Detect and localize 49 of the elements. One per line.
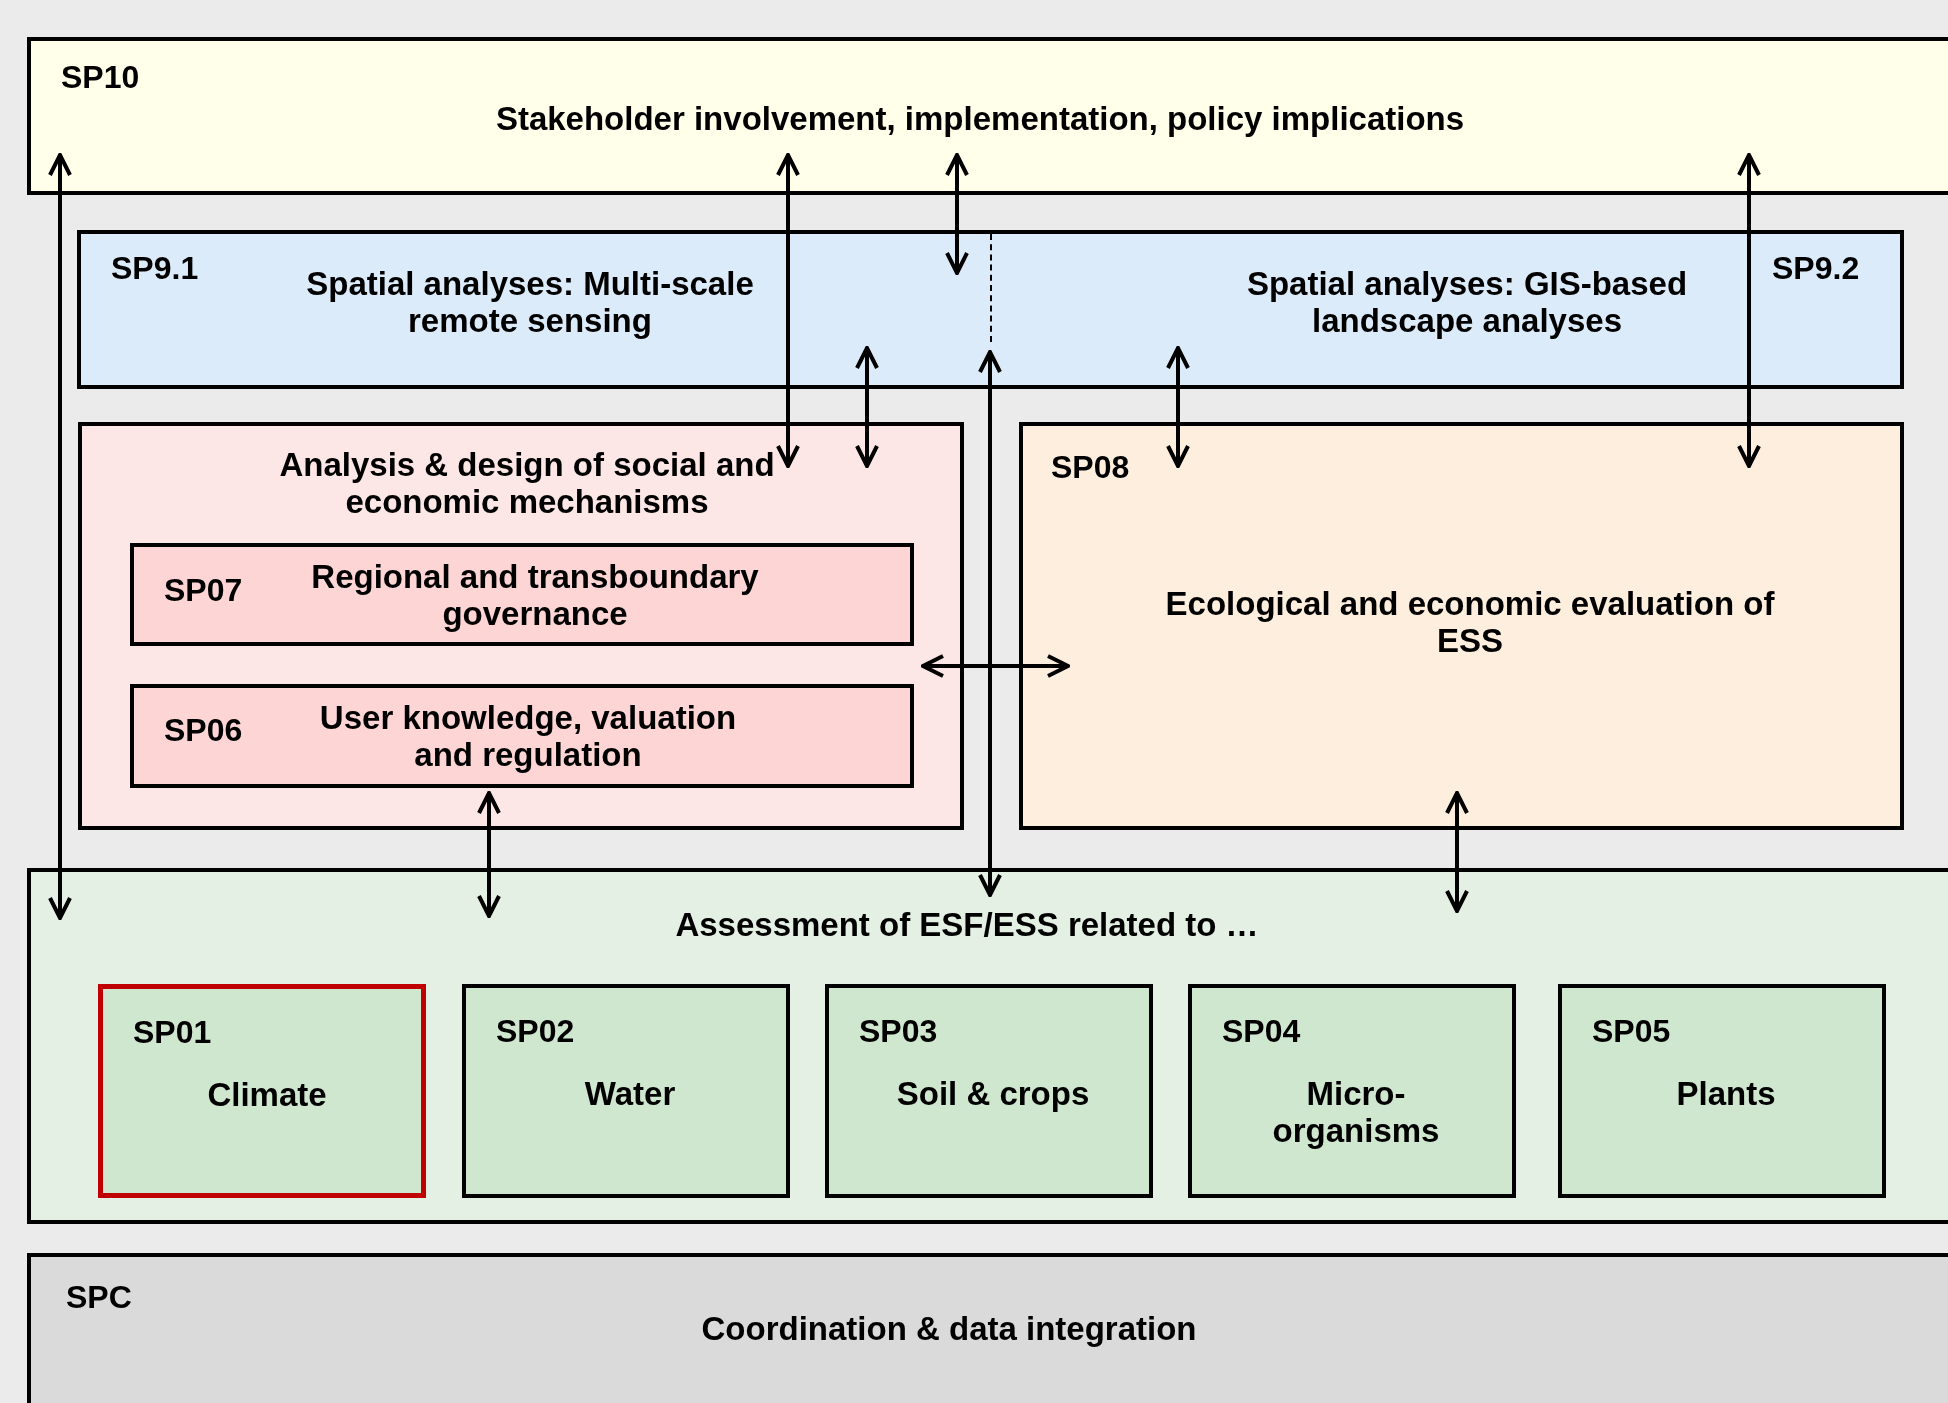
subproject-code: SP9.1 bbox=[111, 251, 200, 287]
double-arrow bbox=[921, 654, 1070, 678]
subproject-title: Climate bbox=[206, 1077, 328, 1114]
subproject-title: User knowledge, valuation and regulation bbox=[318, 700, 738, 774]
band-title: Coordination & data integration bbox=[700, 1311, 1198, 1348]
subproject-title: Ecological and economic evaluation of ESS bbox=[1164, 586, 1776, 660]
panel-title: Analysis & design of social and economic mechanisms bbox=[278, 447, 776, 521]
band-title: Spatial analyses: GIS-based landscape analyses bbox=[1245, 266, 1689, 340]
subproject-band bbox=[77, 230, 1904, 389]
subproject-code: SP02 bbox=[496, 1014, 576, 1050]
panel-title: Assessment of ESF/ESS related to … bbox=[674, 907, 1260, 944]
subproject-title: Regional and transboundary governance bbox=[310, 559, 760, 633]
subproject-box bbox=[462, 984, 790, 1198]
group-panel bbox=[78, 422, 964, 830]
subproject-box bbox=[130, 543, 914, 646]
coordination-band bbox=[27, 1253, 1948, 1403]
subproject-box bbox=[1558, 984, 1886, 1198]
double-arrow bbox=[48, 153, 72, 920]
double-arrow bbox=[855, 346, 879, 468]
subproject-title: Water bbox=[583, 1076, 677, 1113]
subproject-code: SP07 bbox=[164, 573, 244, 609]
double-arrow bbox=[477, 791, 501, 918]
subproject-code: SP06 bbox=[164, 713, 244, 749]
double-arrow bbox=[978, 350, 1002, 897]
subproject-title: Plants bbox=[1675, 1076, 1777, 1113]
double-arrow bbox=[1737, 153, 1761, 468]
subproject-box bbox=[1188, 984, 1516, 1198]
subproject-title: Micro- organisms bbox=[1271, 1076, 1441, 1150]
subproject-code: SP9.2 bbox=[1772, 251, 1861, 287]
band-title: Spatial analyses: Multi-scale remote sensing bbox=[305, 266, 755, 340]
double-arrow bbox=[1166, 346, 1190, 468]
double-arrow bbox=[776, 153, 800, 468]
subproject-code: SPC bbox=[66, 1280, 133, 1316]
subproject-title: Soil & crops bbox=[895, 1076, 1091, 1113]
subproject-box bbox=[1019, 422, 1904, 830]
subproject-code: SP04 bbox=[1222, 1014, 1302, 1050]
band-title: Stakeholder involvement, implementation, policy implications bbox=[494, 101, 1466, 138]
subproject-box bbox=[130, 684, 914, 788]
double-arrow bbox=[945, 153, 969, 275]
group-panel bbox=[27, 868, 1948, 1224]
subproject-code: SP08 bbox=[1051, 450, 1131, 486]
subproject-box bbox=[98, 984, 426, 1198]
subproject-code: SP03 bbox=[859, 1014, 939, 1050]
subproject-band bbox=[27, 37, 1948, 195]
subproject-code: SP05 bbox=[1592, 1014, 1672, 1050]
subproject-code: SP10 bbox=[61, 60, 141, 96]
subproject-code: SP01 bbox=[133, 1015, 213, 1051]
double-arrow bbox=[1445, 791, 1469, 913]
subproject-box bbox=[825, 984, 1153, 1198]
